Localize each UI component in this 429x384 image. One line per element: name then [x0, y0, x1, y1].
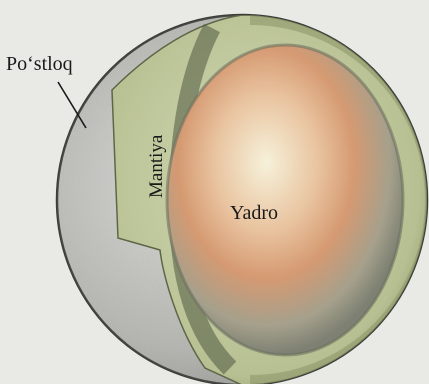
- crust-label: Po‘stloq: [6, 53, 73, 75]
- core-layer: [167, 45, 403, 355]
- core-label: Yadro: [230, 202, 278, 224]
- mantle-label: Mantiya: [146, 134, 167, 198]
